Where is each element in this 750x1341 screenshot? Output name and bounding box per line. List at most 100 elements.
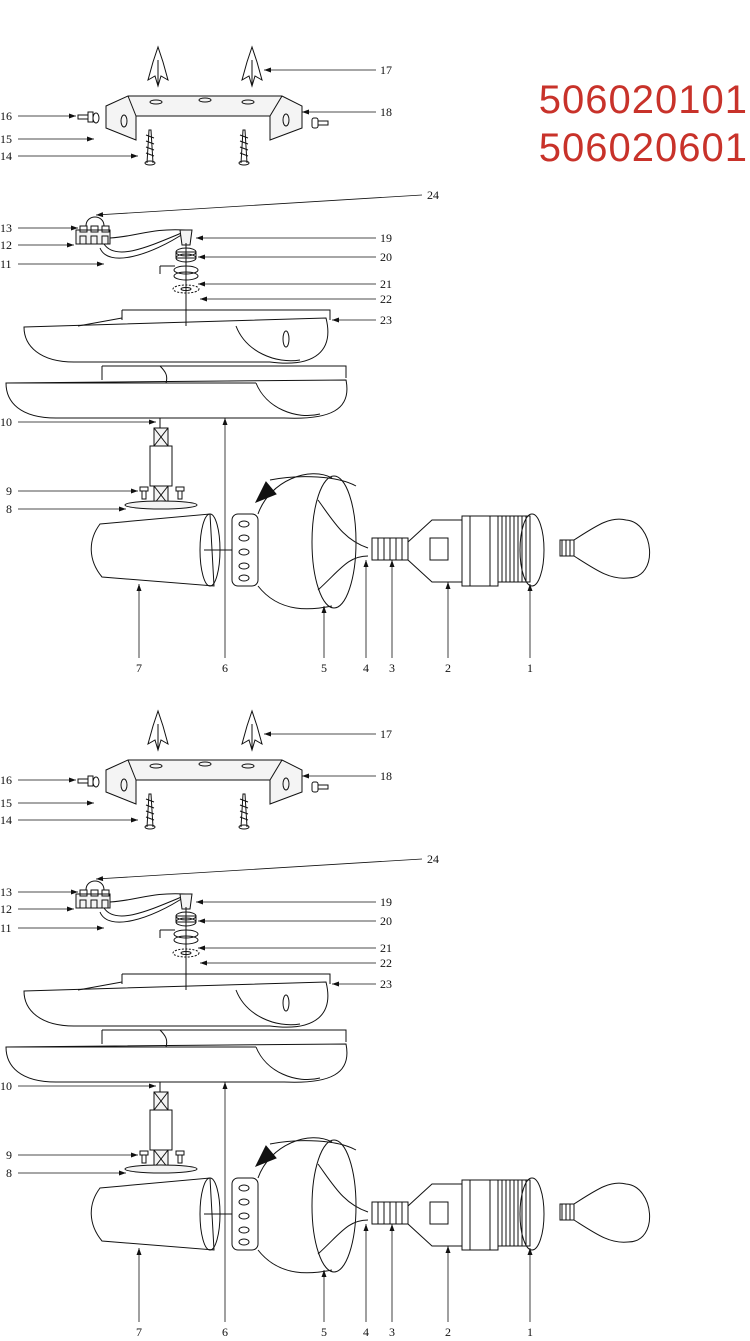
callout-18: 18 [380,769,392,783]
leader-arrow-5 [321,1270,327,1277]
leader-arrow-6 [222,418,228,425]
leader-line-24 [95,194,423,216]
leader-arrow-9 [131,1152,138,1158]
leader-arrow-24 [96,876,104,882]
callout-21: 21 [380,941,392,955]
callout-15: 15 [0,132,12,146]
leader-arrow-7 [136,584,142,591]
leader-arrow-3 [389,560,395,567]
callout-5: 5 [321,1325,327,1336]
leader-arrow-15 [87,800,94,806]
leader-arrow-11 [97,261,104,267]
callout-8: 8 [6,1166,12,1180]
leader-arrow-17 [264,731,271,737]
leader-arrow-2 [445,1246,451,1253]
leader-arrow-3 [389,1224,395,1231]
callout-16: 16 [0,773,12,787]
leader-arrow-21 [198,281,205,287]
leader-arrow-1 [527,1248,533,1255]
leader-arrow-6 [222,1082,228,1089]
callout-6: 6 [222,1325,228,1336]
callout-2: 2 [445,661,451,675]
callout-22: 22 [380,292,392,306]
leader-arrow-19 [196,899,203,905]
callout-14: 14 [0,149,12,163]
leader-arrow-17 [264,67,271,73]
leader-arrow-19 [196,235,203,241]
callout-12: 12 [0,238,12,252]
callout-19: 19 [380,895,392,909]
callout-5: 5 [321,661,327,675]
leader-arrow-13 [71,889,78,895]
callout-1: 1 [527,1325,533,1336]
callout-12: 12 [0,902,12,916]
callout-8: 8 [6,502,12,516]
callout-10: 10 [0,415,12,429]
callout-23: 23 [380,977,392,991]
callout-1: 1 [527,661,533,675]
leader-arrow-24 [96,212,104,218]
callout-18: 18 [380,105,392,119]
callout-20: 20 [380,914,392,928]
leader-arrow-20 [198,254,205,260]
leader-arrow-20 [198,918,205,924]
callout-13: 13 [0,221,12,235]
leader-line-24 [95,858,423,880]
leader-arrow-12 [67,242,74,248]
leader-arrow-18 [302,773,309,779]
callout-4: 4 [363,661,369,675]
leader-arrow-4 [363,1224,369,1231]
leader-arrow-13 [71,225,78,231]
leader-arrow-5 [321,606,327,613]
callout-24: 24 [427,852,439,866]
callout-11: 11 [0,257,12,271]
callout-9: 9 [6,484,12,498]
callout-3: 3 [389,1325,395,1336]
leader-arrow-10 [149,1083,156,1089]
leader-arrow-12 [67,906,74,912]
leader-arrow-22 [200,296,207,302]
callout-16: 16 [0,109,12,123]
callout-24: 24 [427,188,439,202]
leader-arrow-16 [69,777,76,783]
leader-arrow-4 [363,560,369,567]
callout-11: 11 [0,921,12,935]
model-code-2: 506020601 [538,126,748,170]
leader-arrow-10 [149,419,156,425]
model-code-1: 506020101 [538,78,748,122]
callout-22: 22 [380,956,392,970]
leader-arrow-8 [119,1170,126,1176]
callout-10: 10 [0,1079,12,1093]
leader-arrow-11 [97,925,104,931]
callout-14: 14 [0,813,12,827]
callout-9: 9 [6,1148,12,1162]
leader-arrow-15 [87,136,94,142]
leader-arrow-2 [445,582,451,589]
leader-arrow-14 [131,153,138,159]
leader-arrow-1 [527,584,533,591]
leader-arrow-14 [131,817,138,823]
leader-arrow-16 [69,113,76,119]
leader-arrow-8 [119,506,126,512]
callout-15: 15 [0,796,12,810]
callout-20: 20 [380,250,392,264]
leader-arrow-18 [302,109,309,115]
callout-4: 4 [363,1325,369,1336]
callout-3: 3 [389,661,395,675]
callout-7: 7 [136,661,142,675]
callout-17: 17 [380,727,392,741]
leader-arrow-9 [131,488,138,494]
leader-arrow-21 [198,945,205,951]
callout-21: 21 [380,277,392,291]
leader-arrow-7 [136,1248,142,1255]
leader-arrow-22 [200,960,207,966]
callout-13: 13 [0,885,12,899]
callout-6: 6 [222,661,228,675]
callout-19: 19 [380,231,392,245]
callout-2: 2 [445,1325,451,1336]
callout-17: 17 [380,63,392,77]
